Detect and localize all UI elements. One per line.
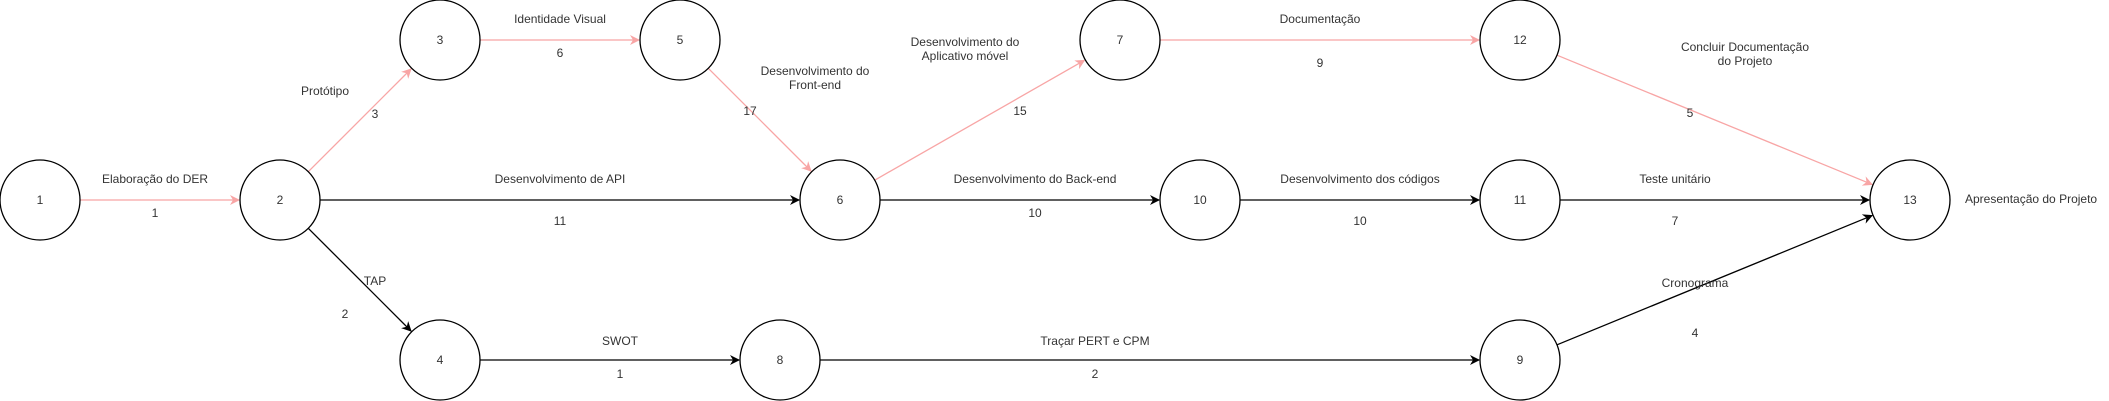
node-2: 2 (239, 159, 321, 241)
node-circle (0, 159, 81, 241)
edge-duration-label: 17 (743, 104, 757, 118)
node-1: 1 (0, 159, 81, 241)
node-label: 1 (37, 193, 44, 207)
edge-activity-label: Protótipo (301, 84, 349, 98)
edge-12-13 (1556, 54, 1873, 186)
edge-duration-label: 10 (1028, 206, 1042, 220)
node-label: 11 (1514, 193, 1527, 207)
node-circle (1479, 319, 1561, 401)
edge-9-13 (1556, 214, 1873, 346)
edge-activity-label: Traçar PERT e CPM (1040, 334, 1149, 348)
node-circle (1479, 0, 1561, 81)
node-label: 2 (277, 193, 284, 207)
edge-activity-label: Teste unitário (1639, 172, 1711, 186)
node-circle (1159, 159, 1241, 241)
node-9: 9 (1479, 319, 1561, 401)
node-7: 7 (1079, 0, 1161, 81)
edge-activity-label: TAP (364, 274, 386, 288)
edge-duration-label: 10 (1353, 214, 1367, 228)
edge-activity-label: Desenvolvimento do Back-end (954, 172, 1117, 186)
edge-activity-label: Desenvolvimento dos códigos (1280, 172, 1439, 186)
node-label: 13 (1903, 193, 1917, 207)
node-circle (639, 0, 721, 81)
edge-duration-label: 9 (1317, 56, 1324, 70)
node-circle (1479, 159, 1561, 241)
node-label: 5 (677, 33, 684, 47)
node-4: 4 (399, 319, 481, 401)
node-circle (799, 159, 881, 241)
edge-duration-label: 15 (1013, 104, 1027, 118)
node-8: 8 (739, 319, 821, 401)
edge-duration-label: 2 (1092, 367, 1099, 381)
node-5: 5 (639, 0, 721, 81)
node-circle (239, 159, 321, 241)
edge-duration-label: 4 (1692, 326, 1699, 340)
edge-activity-label: Desenvolvimento de API (495, 172, 626, 186)
node-circle (739, 319, 821, 401)
edge-5-6 (707, 67, 812, 172)
edge-duration-label: 11 (554, 214, 567, 228)
node-circle (1869, 159, 1951, 241)
node-circle (399, 0, 481, 81)
edge-duration-label: 1 (152, 206, 159, 220)
node-label: 12 (1513, 33, 1527, 47)
edge-duration-label: 5 (1687, 106, 1694, 120)
node-12: 12 (1479, 0, 1561, 81)
node-3: 3 (399, 0, 481, 81)
edge-6-7 (874, 59, 1086, 181)
node-label: 3 (437, 33, 444, 47)
node-13: 13 (1869, 159, 1951, 241)
edge-labels-layer: Elaboração do DER 1 Protótipo 3 Identidade V… (102, 12, 1809, 381)
edge-duration-label: 7 (1672, 214, 1679, 228)
end-label: Apresentação do Projeto (1965, 192, 2097, 206)
edge-activity-label: Identidade Visual (514, 12, 606, 26)
node-label: 7 (1117, 33, 1124, 47)
node-label: 9 (1517, 353, 1524, 367)
edge-2-4 (307, 227, 412, 332)
edge-duration-label: 2 (342, 307, 349, 321)
node-circle (1079, 0, 1161, 81)
node-label: 8 (777, 353, 784, 367)
edge-activity-label: Elaboração do DER (102, 172, 208, 186)
edge-2-3 (307, 68, 412, 173)
node-label: 4 (437, 353, 444, 367)
edges-layer (80, 35, 1873, 365)
node-label: 6 (837, 193, 844, 207)
edge-duration-label: 6 (557, 46, 564, 60)
node-6: 6 (799, 159, 881, 241)
edge-duration-label: 3 (372, 107, 379, 121)
edge-duration-label: 1 (617, 367, 624, 381)
node-11: 11 (1479, 159, 1561, 241)
node-label: 10 (1193, 193, 1207, 207)
edge-activity-label: Cronograma (1662, 276, 1729, 290)
edge-activity-label: SWOT (602, 334, 639, 348)
node-10: 10 (1159, 159, 1241, 241)
edge-activity-label: Documentação (1280, 12, 1361, 26)
node-circle (399, 319, 481, 401)
